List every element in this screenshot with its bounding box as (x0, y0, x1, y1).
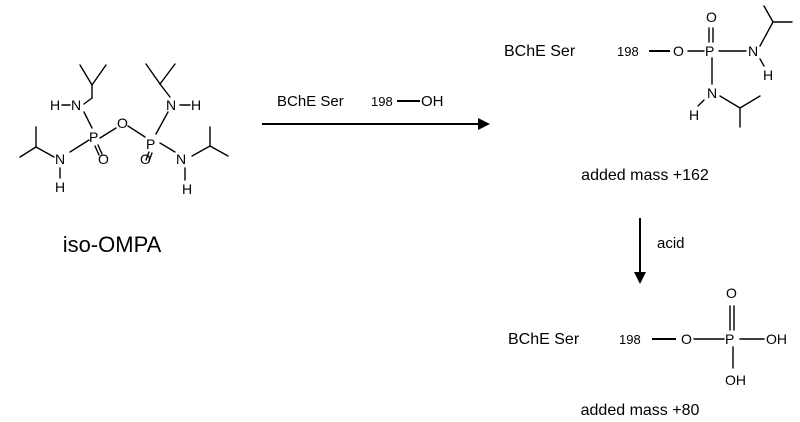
product2-oh-lower: OH (725, 372, 746, 388)
product2-oh-right: OH (766, 331, 787, 347)
atom-o-bridge: O (117, 115, 128, 131)
product1-n-lower: N (707, 85, 717, 101)
product1-residue-number: 198 (617, 44, 639, 59)
reaction-arrow-2: acid (634, 218, 685, 284)
reagent-group: OH (421, 93, 444, 110)
product2-mass-label: added mass +80 (581, 402, 700, 419)
product2-o-ester: O (681, 331, 692, 347)
atom-p-right: P (146, 136, 155, 152)
product1-h-lower: H (689, 107, 699, 123)
product2-enzyme: BChE Ser (508, 331, 580, 348)
product-2-structure: BChE Ser 198 O P O OH OH (508, 285, 787, 388)
product1-p: P (705, 43, 714, 59)
atom-n-lower-right: N (176, 151, 186, 167)
down-arrowhead (634, 272, 646, 284)
atom-h: H (50, 97, 60, 113)
atom-h-upper-right: H (191, 97, 201, 113)
product1-enzyme: BChE Ser (504, 43, 576, 60)
reagent-enzyme: BChE Ser (277, 93, 344, 110)
iso-ompa-structure: H N P O O N H P O N H N (19, 63, 229, 197)
atom-p-left: P (89, 129, 98, 145)
atom-n-lower-left: N (55, 151, 65, 167)
atom-n-upper-right: N (166, 97, 176, 113)
atom-h-lower-left: H (55, 179, 65, 195)
reagent-residue-number: 198 (371, 94, 393, 109)
atom-h-lower-right: H (182, 181, 192, 197)
atom-o-right: O (140, 151, 151, 167)
step2-reagent: acid (657, 235, 685, 252)
reactant-name: iso-OMPA (63, 232, 162, 257)
atom-n: N (71, 97, 81, 113)
product2-residue-number: 198 (619, 332, 641, 347)
product1-h-right: H (763, 67, 773, 83)
reaction-arrow-1: BChE Ser 198 OH (262, 93, 490, 130)
product1-o-double: O (706, 9, 717, 25)
product2-o-double: O (726, 285, 737, 301)
product1-n-right: N (748, 43, 758, 59)
atom-o-left: O (98, 151, 109, 167)
forward-arrowhead (478, 118, 490, 130)
product1-mass-label: added mass +162 (581, 167, 709, 184)
product-1-structure: BChE Ser 198 O P O N H N H (504, 5, 793, 128)
product1-o-ester: O (673, 43, 684, 59)
product2-p: P (725, 331, 734, 347)
